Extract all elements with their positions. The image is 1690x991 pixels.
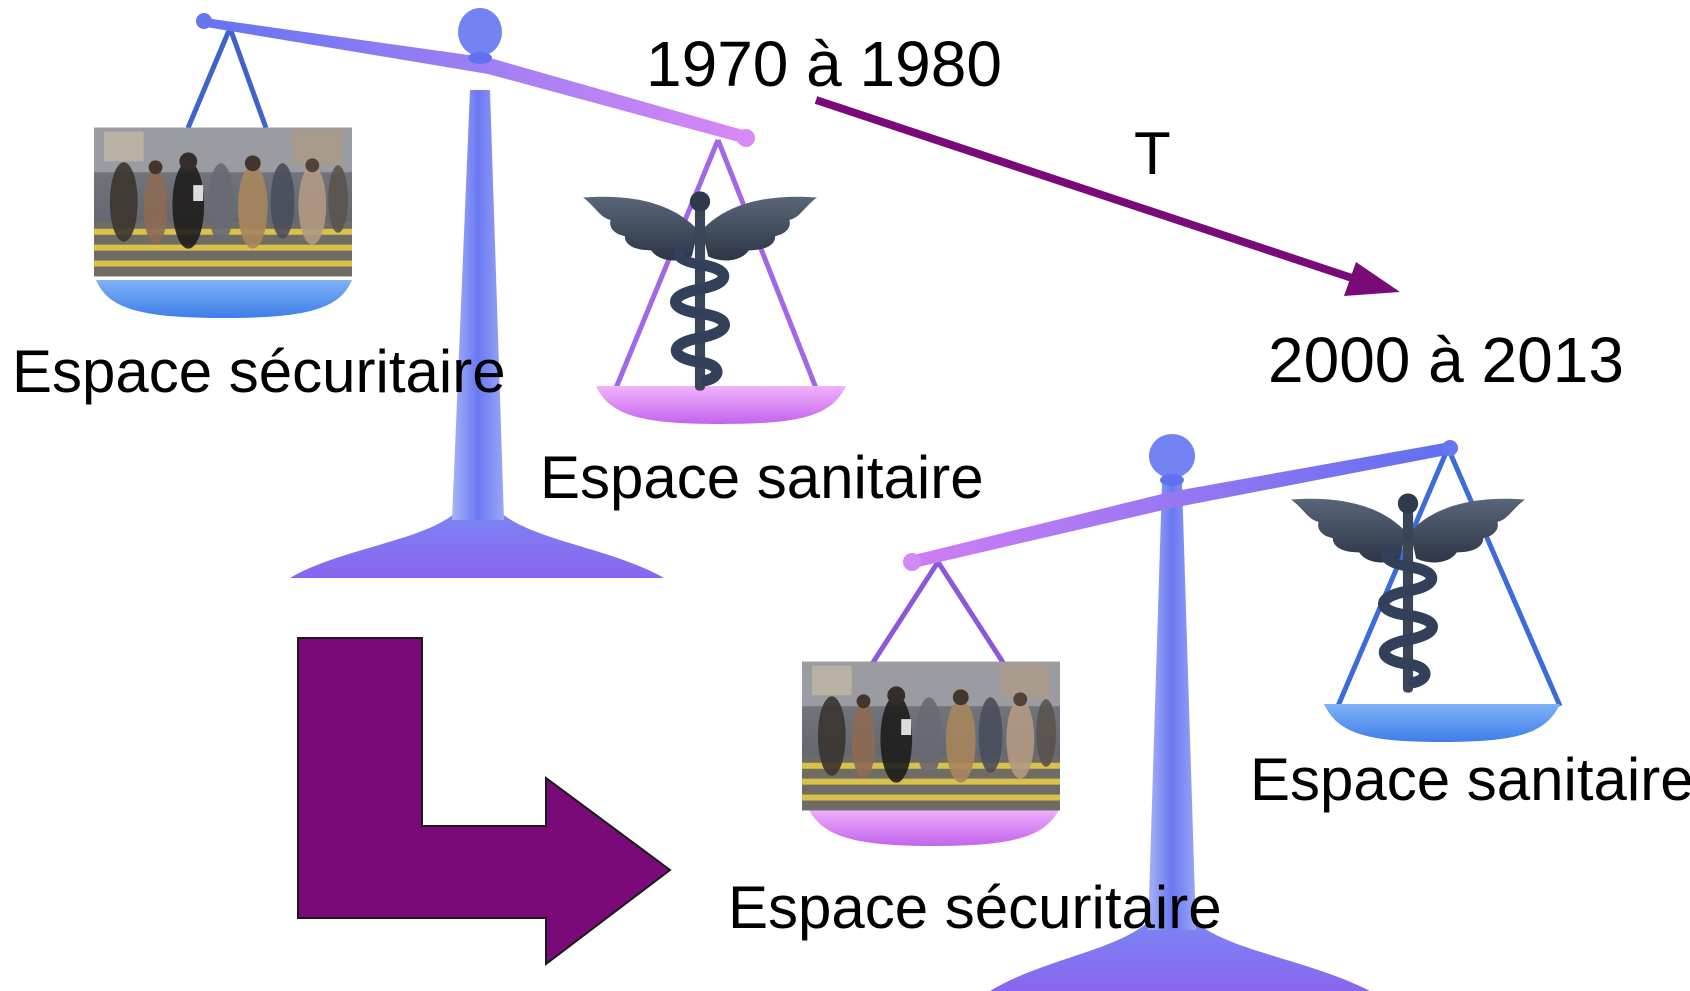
crowd-photo [802, 662, 1060, 811]
scale-post [452, 90, 504, 520]
left-scale-securitaire-label: Espace sécuritaire [12, 338, 506, 405]
scale-2000-2013 [802, 434, 1563, 991]
scale-post [1148, 482, 1196, 930]
scale-base [990, 920, 1370, 991]
scale-knob [458, 8, 502, 56]
bent-arrow [297, 637, 672, 967]
crowd-photo [94, 128, 352, 277]
caduceus-icon [583, 191, 817, 390]
scale-knob [1149, 434, 1195, 478]
pan-right [1324, 704, 1560, 742]
time-symbol-label: T [1134, 120, 1171, 187]
pan-strings-right [1335, 447, 1563, 707]
left-scale-sanitaire-label: Espace sanitaire [540, 444, 984, 511]
period-start-label: 1970 à 1980 [646, 28, 1002, 100]
pan-left [808, 808, 1060, 846]
caduceus-icon [1291, 493, 1525, 692]
period-end-label: 2000 à 2013 [1268, 324, 1624, 396]
pan-right [596, 386, 846, 424]
pan-left [96, 280, 352, 318]
pan-strings-left [185, 27, 269, 129]
right-scale-securitaire-label: Espace sécuritaire [728, 874, 1222, 941]
pan-strings-left [869, 560, 1007, 666]
scale-base [290, 510, 664, 578]
scale-1970-1980 [94, 8, 846, 578]
scale-beam [910, 442, 1452, 568]
time-arrow [814, 96, 1400, 296]
pan-strings-right [613, 139, 819, 389]
right-scale-sanitaire-label: Espace sanitaire [1250, 746, 1690, 813]
scale-beam [200, 18, 750, 144]
